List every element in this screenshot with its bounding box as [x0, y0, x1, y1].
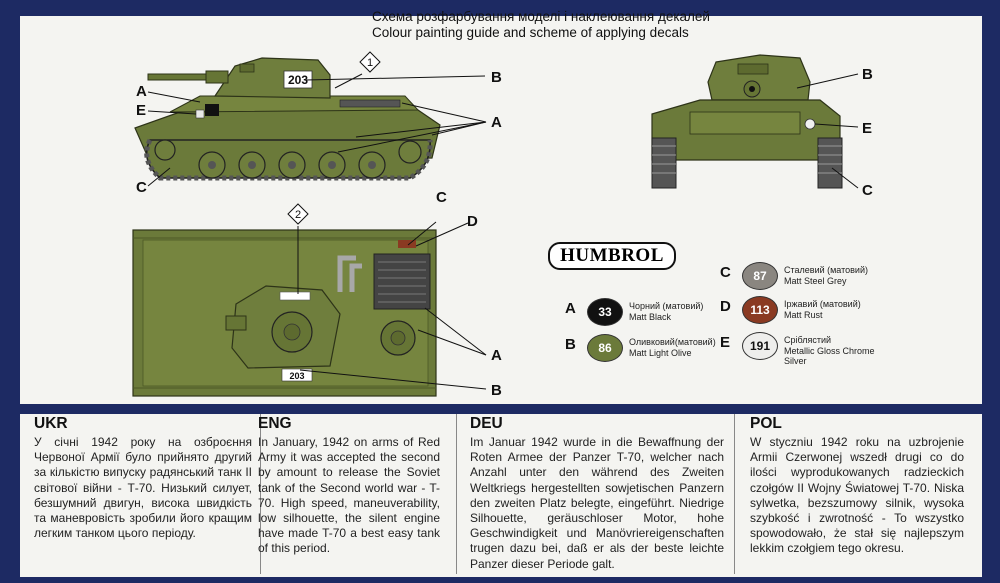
language-heading: DEU: [470, 415, 503, 432]
callout-a-top: A: [491, 347, 502, 364]
tank-side-view: 203: [134, 57, 441, 181]
callout-b-front: B: [862, 66, 873, 83]
callout-a-side-1: A: [136, 83, 147, 100]
guide-header: Схема розфарбування моделі і наклеювання…: [372, 9, 812, 41]
turret-decal-number: 203: [288, 73, 308, 87]
language-block-pol: POL W styczniu 1942 roku na uzbrojenie A…: [750, 414, 964, 557]
paint-name-eng: Matt Light Olive: [629, 347, 692, 358]
paint-name-eng: Matt Black: [629, 311, 672, 322]
language-text: Im Januar 1942 wurde in die Bewaffnung d…: [470, 435, 724, 571]
paint-name-ukr: Сріблястий: [784, 335, 832, 345]
paint-letter: B: [565, 336, 576, 353]
callout-lines: [147, 73, 859, 390]
language-block-eng: ENG In January, 1942 on arms of Red Army…: [258, 414, 440, 557]
paint-code-dot: 191: [742, 332, 778, 360]
language-text: W styczniu 1942 roku na uzbrojenie Armii…: [750, 435, 964, 556]
callout-diamond-2: 2: [287, 203, 309, 225]
language-heading: ENG: [258, 415, 292, 432]
column-divider: [260, 414, 261, 574]
language-block-deu: DEU Im Januar 1942 wurde in die Bewaffnu…: [470, 414, 724, 572]
svg-text:2: 2: [295, 209, 301, 221]
paint-code-dot: 87: [742, 262, 778, 290]
language-text: In January, 1942 on arms of Red Army it …: [258, 435, 440, 556]
description-area: UKR У січні 1942 року на озброєння Черво…: [20, 414, 982, 577]
callout-c-front: C: [862, 182, 873, 199]
header-title-eng: Colour painting guide and scheme of appl…: [372, 25, 689, 40]
callout-b-side: B: [491, 69, 502, 86]
callout-e-front: E: [862, 120, 872, 137]
header-title-ukr: Схема розфарбування моделі і наклеювання…: [372, 9, 710, 24]
callout-e-side: E: [136, 102, 146, 119]
paint-letter: A: [565, 300, 576, 317]
paint-name-eng: Metallic Gloss Chrome Silver: [784, 345, 875, 367]
paint-name-ukr: Іржавий (матовий): [784, 299, 861, 309]
language-heading: UKR: [34, 415, 68, 432]
paint-letter: C: [720, 264, 731, 281]
callout-b-top: B: [491, 382, 502, 399]
column-divider: [456, 414, 457, 574]
paint-code-dot: 113: [742, 296, 778, 324]
paint-name-ukr: Оливковий(матовий): [629, 337, 716, 347]
callout-d-top: D: [467, 213, 478, 230]
callout-a-side-2: A: [491, 114, 502, 131]
paint-code-dot: 33: [587, 298, 623, 326]
paint-name-ukr: Чорний (матовий): [629, 301, 704, 311]
hull-decal-number: 203: [289, 371, 304, 381]
paint-letter: D: [720, 298, 731, 315]
paint-name-eng: Matt Steel Grey: [784, 275, 847, 286]
humbrol-logo: HUMBROL: [548, 242, 676, 270]
callout-diamond-1: 1: [359, 51, 381, 73]
language-block-ukr: UKR У січні 1942 року на озброєння Черво…: [34, 414, 252, 541]
svg-text:1: 1: [367, 57, 373, 69]
language-heading: POL: [750, 415, 782, 432]
paint-letter: E: [720, 334, 731, 351]
paint-code-dot: 86: [587, 334, 623, 362]
column-divider: [734, 414, 735, 574]
tank-front-view: [651, 54, 843, 189]
paint-name-ukr: Сталевий (матовий): [784, 265, 868, 275]
language-text: У січні 1942 року на озброєння Червоної …: [34, 435, 252, 541]
hull-decal-plate: [281, 368, 313, 382]
callout-c-top: C: [436, 189, 447, 206]
callout-c-side: C: [136, 179, 147, 196]
paint-name-eng: Matt Rust: [784, 309, 823, 320]
tank-top-view: 203: [132, 229, 437, 397]
